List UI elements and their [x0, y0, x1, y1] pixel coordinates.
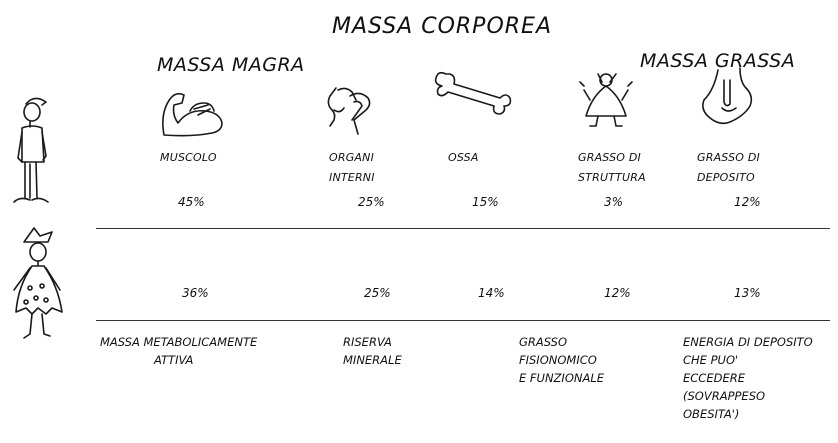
male-percent-grasso-struttura: 3% [604, 195, 624, 209]
man-figure-icon [13, 97, 49, 203]
female-percent-grasso-struttura: 12% [604, 286, 631, 300]
fat-mass-heading: MASSA GRASSA [640, 50, 796, 72]
female-percent-ossa: 14% [478, 286, 505, 300]
male-percent-organi: 25% [358, 195, 385, 209]
column-label-muscolo: MUSCOLO [160, 151, 217, 164]
male-percent-grasso-deposito: 12% [734, 195, 761, 209]
male-percent-ossa: 15% [472, 195, 499, 209]
divider-line-top [96, 228, 830, 229]
female-percent-muscolo: 36% [182, 286, 209, 300]
fat-deposit-icon [702, 67, 753, 125]
female-percent-grasso-deposito: 13% [734, 286, 761, 300]
bone-icon [434, 71, 512, 115]
flexed-arm-icon [162, 92, 223, 137]
divider-line-bottom [96, 320, 830, 321]
male-percent-muscolo: 45% [178, 195, 205, 209]
diagram-title: MASSA CORPOREA [332, 14, 553, 39]
internal-organs-icon [327, 87, 371, 135]
woman-figure-icon [13, 227, 63, 339]
column-label-ossa: OSSA [448, 151, 479, 164]
fat-figure-icon [579, 73, 633, 127]
lean-mass-heading: MASSA MAGRA [157, 54, 305, 76]
female-percent-organi: 25% [364, 286, 391, 300]
